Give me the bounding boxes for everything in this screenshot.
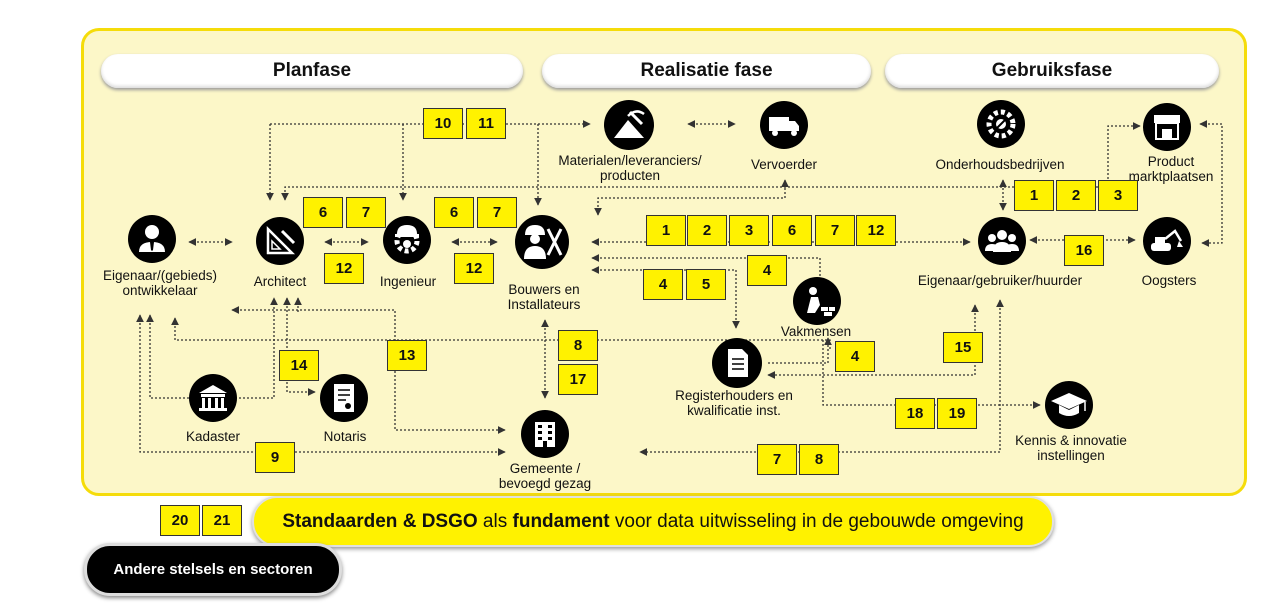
number-box-7: 7 bbox=[815, 215, 855, 246]
number-box-10: 10 bbox=[423, 108, 463, 139]
number-box-16: 16 bbox=[1064, 235, 1104, 266]
certificate-icon bbox=[320, 374, 368, 422]
user-group-icon bbox=[978, 217, 1026, 265]
number-box-14: 14 bbox=[279, 350, 319, 381]
number-box-2: 2 bbox=[1056, 180, 1096, 211]
actor-gemeente-label: Gemeente / bevoegd gezag bbox=[498, 461, 592, 491]
actor-oogsters-label: Oogsters bbox=[1141, 273, 1197, 288]
drafting-tools-icon bbox=[256, 217, 304, 265]
number-box-19: 19 bbox=[937, 398, 977, 429]
actor-eigenaar-label: Eigenaar/gebruiker/huurder bbox=[917, 273, 1083, 288]
number-box-4: 4 bbox=[835, 341, 875, 372]
actor-notaris-label: Notaris bbox=[323, 429, 367, 444]
number-box-9: 9 bbox=[255, 442, 295, 473]
number-box-12: 12 bbox=[856, 215, 896, 246]
number-box-18: 18 bbox=[895, 398, 935, 429]
number-box-8: 8 bbox=[799, 444, 839, 475]
government-building-icon bbox=[189, 374, 237, 422]
banner-part-2: als bbox=[477, 510, 513, 532]
actor-materialen-label: Materialen/leveranciers/ producten bbox=[558, 153, 702, 183]
phase-gebruiksfase: Gebruiksfase bbox=[885, 54, 1219, 88]
phase-planfase: Planfase bbox=[101, 54, 523, 88]
actor-bouwers-label: Bouwers en Installateurs bbox=[507, 282, 581, 312]
gear-wrench-icon bbox=[977, 100, 1025, 148]
actor-markt-label: Product marktplaatsen bbox=[1128, 154, 1214, 184]
number-box-12: 12 bbox=[454, 253, 494, 284]
actor-register-label: Registerhouders en kwalificatie inst. bbox=[675, 388, 793, 418]
actor-onderhoud-label: Onderhoudsbedrijven bbox=[935, 157, 1065, 172]
banner-part-1: Standaarden & DSGO bbox=[282, 510, 478, 532]
actor-kadaster-label: Kadaster bbox=[185, 429, 241, 444]
number-box-11: 11 bbox=[466, 108, 506, 139]
phase-realisatie: Realisatie fase bbox=[542, 54, 871, 88]
other-systems-button[interactable]: Andere stelsels en sectoren bbox=[84, 543, 342, 596]
office-building-icon bbox=[521, 410, 569, 458]
number-box-20: 20 bbox=[160, 505, 200, 536]
actor-vervoerder-label: Vervoerder bbox=[750, 157, 818, 172]
truck-icon bbox=[760, 101, 808, 149]
standards-banner: Standaarden & DSGO als fundament voor da… bbox=[252, 496, 1054, 547]
number-box-17: 17 bbox=[558, 364, 598, 395]
excavator-icon bbox=[1143, 217, 1191, 265]
number-box-15: 15 bbox=[943, 332, 983, 363]
actor-ingenieur-label: Ingenieur bbox=[379, 274, 437, 289]
number-box-3: 3 bbox=[729, 215, 769, 246]
number-box-4: 4 bbox=[643, 269, 683, 300]
number-box-7: 7 bbox=[477, 197, 517, 228]
banner-part-3: fundament bbox=[512, 510, 610, 532]
number-box-2: 2 bbox=[687, 215, 727, 246]
number-box-8: 8 bbox=[558, 330, 598, 361]
mountain-pickaxe-icon bbox=[604, 100, 654, 150]
number-box-13: 13 bbox=[387, 340, 427, 371]
number-box-6: 6 bbox=[434, 197, 474, 228]
number-box-21: 21 bbox=[202, 505, 242, 536]
actor-ontwikkelaar-label: Eigenaar/(gebieds) ontwikkelaar bbox=[102, 268, 218, 298]
number-box-5: 5 bbox=[686, 269, 726, 300]
graduation-cap-icon bbox=[1045, 381, 1093, 429]
number-box-6: 6 bbox=[303, 197, 343, 228]
number-box-4: 4 bbox=[747, 255, 787, 286]
number-box-1: 1 bbox=[646, 215, 686, 246]
number-box-1: 1 bbox=[1014, 180, 1054, 211]
number-box-7: 7 bbox=[346, 197, 386, 228]
user-tie-icon bbox=[128, 215, 176, 263]
number-box-12: 12 bbox=[324, 253, 364, 284]
actor-kennis-label: Kennis & innovatie instellingen bbox=[1015, 433, 1127, 463]
number-box-3: 3 bbox=[1098, 180, 1138, 211]
bricklayer-icon bbox=[793, 277, 841, 325]
storefront-icon bbox=[1143, 103, 1191, 151]
document-icon bbox=[712, 338, 762, 388]
gear-hardhat-icon bbox=[383, 216, 431, 264]
actor-vakmensen-label: Vakmensen bbox=[780, 324, 852, 339]
actor-architect-label: Architect bbox=[253, 274, 307, 289]
banner-part-4: voor data uitwisseling in de gebouwde om… bbox=[609, 510, 1024, 532]
number-box-7: 7 bbox=[757, 444, 797, 475]
worker-wrench-icon bbox=[515, 215, 569, 269]
number-box-6: 6 bbox=[772, 215, 812, 246]
